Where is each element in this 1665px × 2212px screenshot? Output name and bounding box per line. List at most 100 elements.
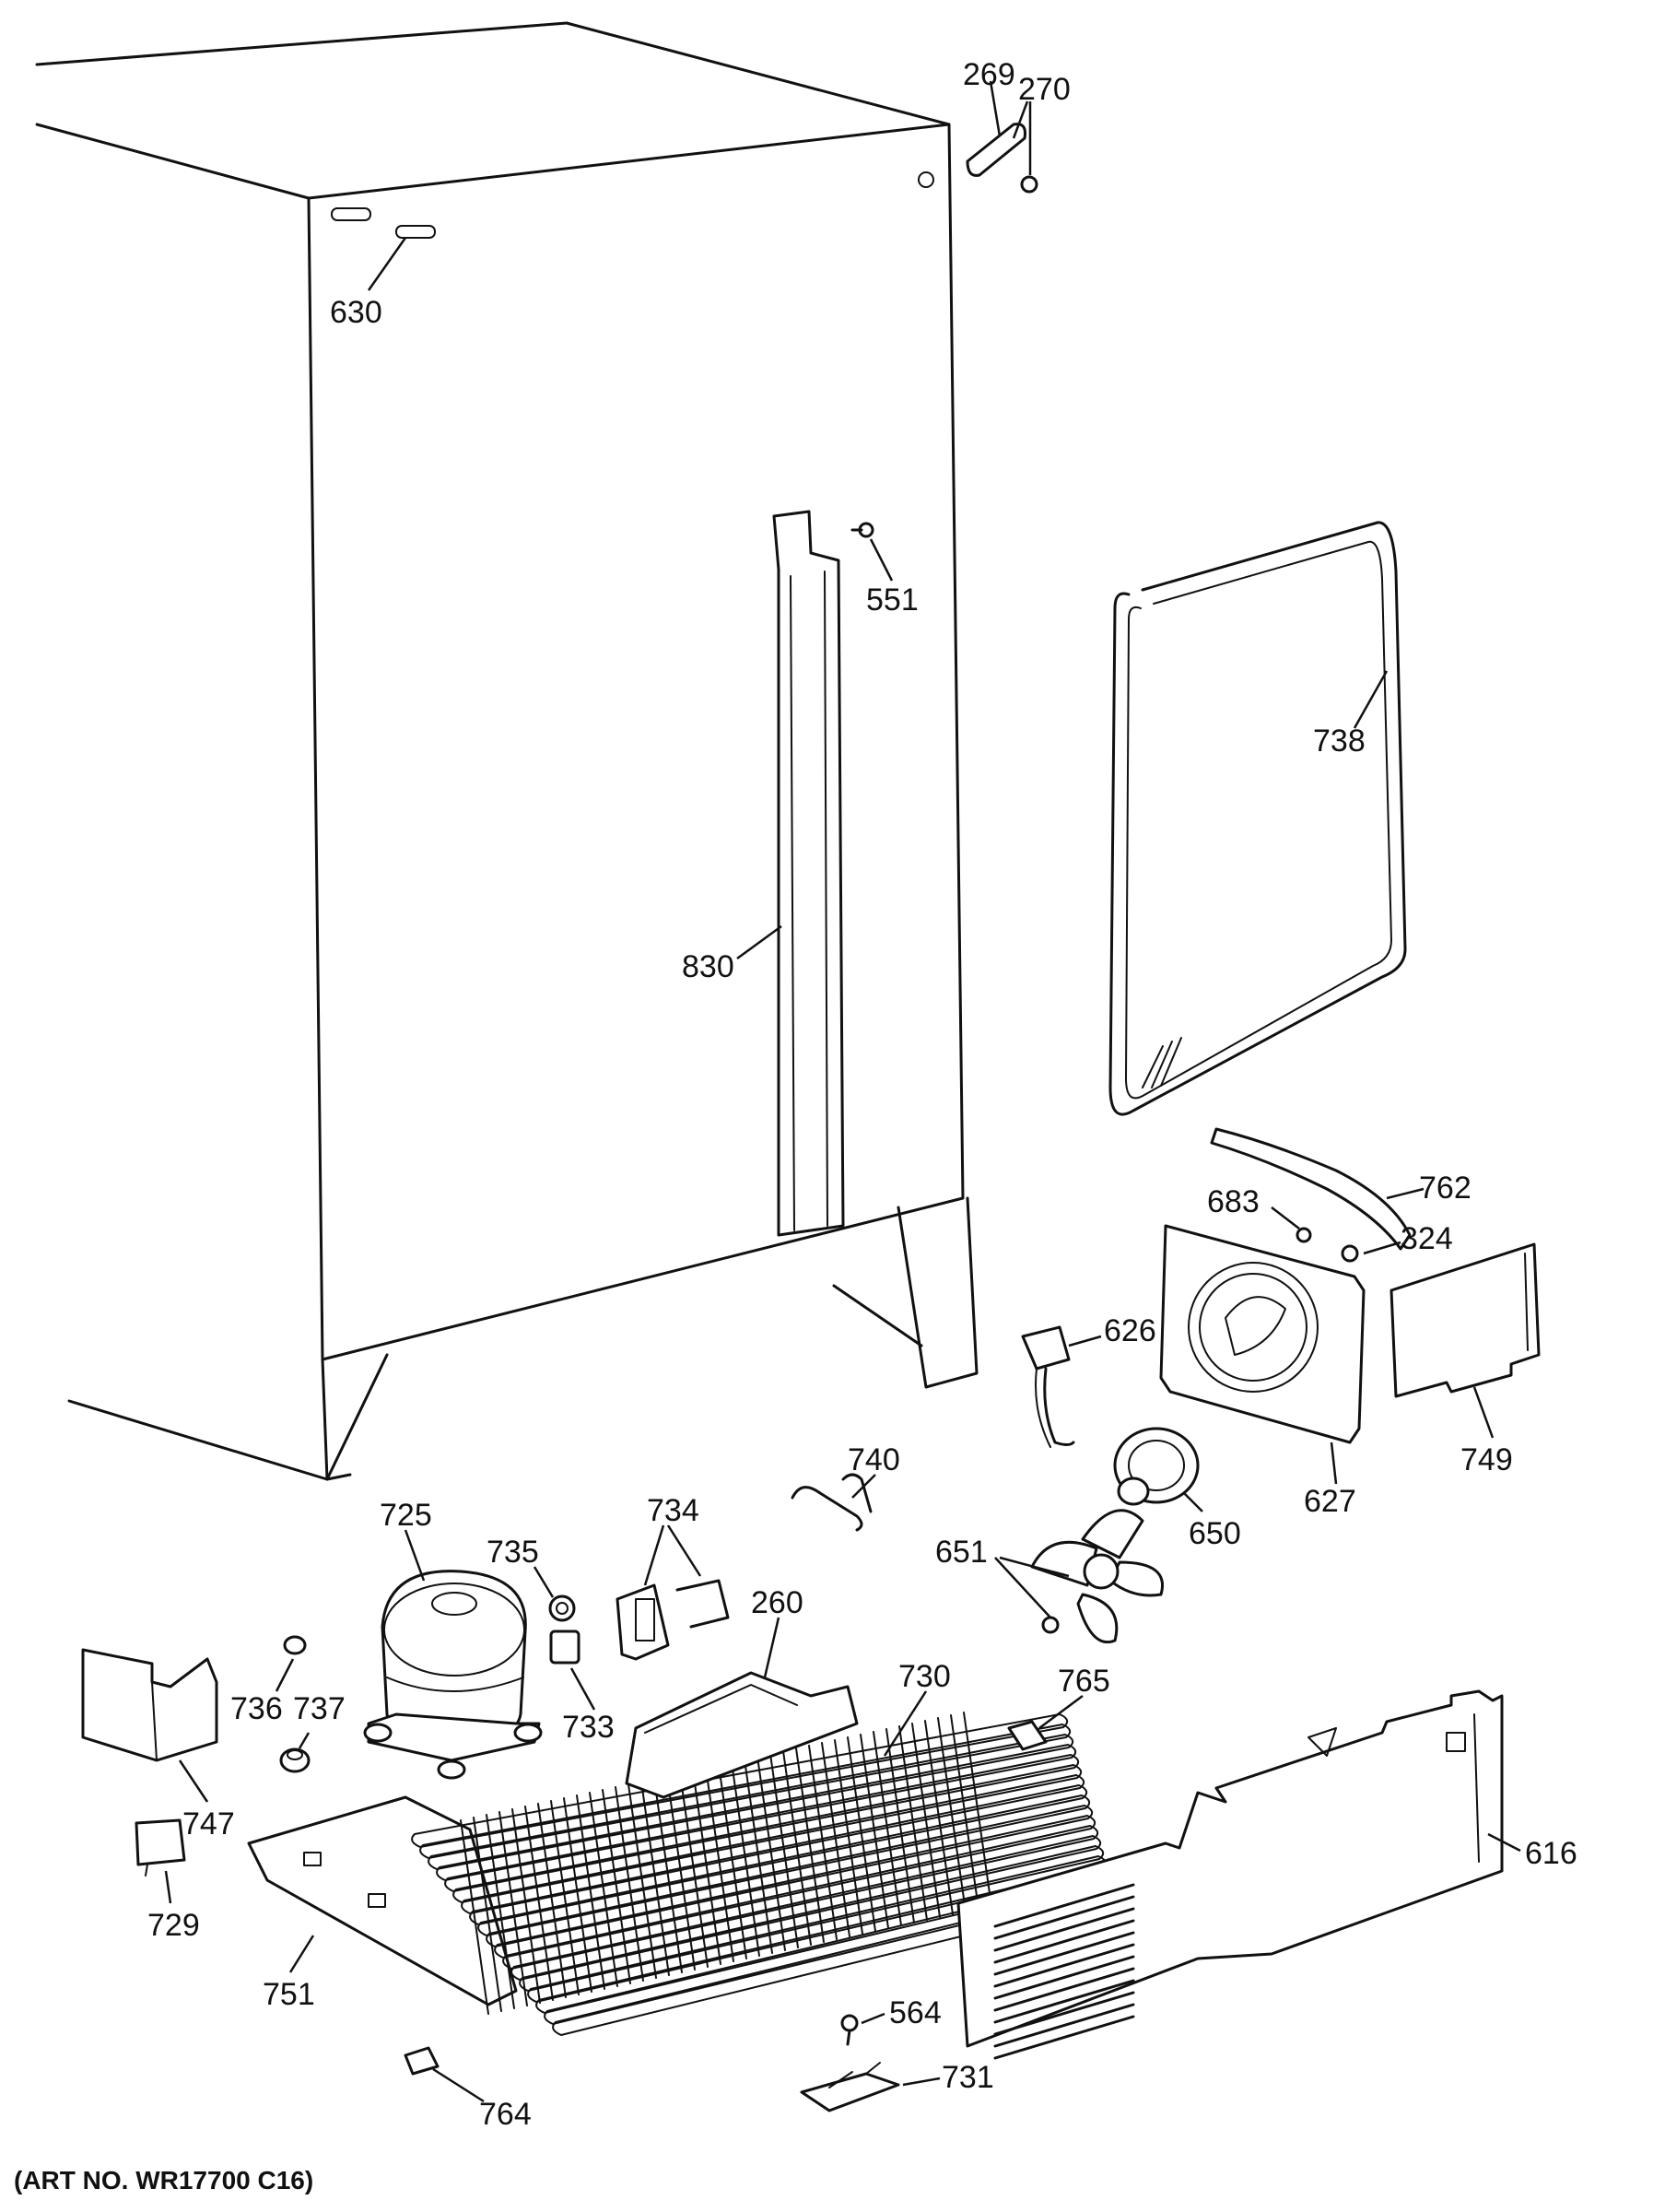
coil-wire: [602, 1789, 631, 1984]
part-764-clip: [404, 2046, 485, 2103]
callout-731: 731: [942, 2060, 994, 2095]
panel-louver: [993, 2003, 1135, 2048]
part-749-cover: [1389, 1242, 1541, 1439]
part-738-gasket: [1108, 521, 1407, 1116]
callout-762: 762: [1419, 1171, 1472, 1206]
part-683-screw: [1271, 1206, 1312, 1243]
coil-wire: [486, 1814, 515, 2009]
callout-740: 740: [848, 1442, 900, 1477]
coil-tube: [461, 1774, 1085, 1914]
panel-louver: [993, 1991, 1135, 2036]
coil-wire: [718, 1764, 747, 1959]
panel-louver: [993, 1883, 1135, 1928]
part-747-bracket: [81, 1648, 218, 1803]
callout-765: 765: [1058, 1664, 1110, 1699]
part-269-270-hinge: [966, 80, 1038, 194]
coil-wire: [511, 1808, 541, 2004]
panel-louver: [993, 1919, 1135, 1964]
callout-738: 738: [1313, 724, 1366, 759]
part-731-bracket: [800, 2062, 941, 2112]
callout-324: 324: [1401, 1221, 1453, 1256]
callout-729: 729: [147, 1908, 200, 1943]
part-730-condenser: [411, 1712, 1116, 2036]
coil-tube: [411, 1713, 1069, 1848]
part-751-base-pan: [247, 1795, 518, 2006]
panel-louver: [993, 1955, 1135, 2000]
callout-830: 830: [682, 949, 734, 984]
coil-wire: [911, 1723, 941, 1918]
callout-683: 683: [1207, 1184, 1260, 1219]
callout-751: 751: [263, 1977, 315, 2012]
coil-wire: [898, 1725, 928, 1921]
coil-tube: [419, 1724, 1072, 1859]
callout-749: 749: [1460, 1442, 1513, 1477]
coil-wire: [873, 1731, 902, 1926]
callout-651: 651: [935, 1535, 988, 1570]
part-765-clip: [1007, 1694, 1084, 1751]
callout-764: 764: [479, 2097, 532, 2132]
coil-wire: [692, 1770, 721, 1965]
coil-tube: [494, 1815, 1096, 1959]
coil-wire: [550, 1800, 580, 1995]
refrigerator-cabinet: [35, 21, 979, 1481]
panel-louver: [993, 1943, 1135, 1988]
coil-wire: [640, 1781, 670, 1976]
callout-725: 725: [380, 1498, 432, 1533]
panel-louver: [993, 1967, 1135, 2012]
callout-labels: 269 270 630 551 738 830 762 683 324 626 …: [14, 57, 1577, 2194]
coil-wire: [885, 1728, 915, 1924]
coil-wire: [808, 1745, 838, 1940]
coil-wire: [653, 1778, 683, 1973]
part-260-drain-pan: [625, 1617, 859, 1799]
coil-wire: [744, 1759, 773, 1954]
callout-733: 733: [562, 1710, 615, 1745]
panel-louver: [993, 2015, 1135, 2060]
coil-wire: [834, 1739, 863, 1935]
part-626-plug: [1021, 1325, 1102, 1448]
callout-737: 737: [293, 1691, 346, 1726]
coil-wire: [473, 1817, 502, 2012]
coil-tube: [436, 1744, 1077, 1881]
coil-wire: [795, 1747, 825, 1943]
part-551-screw: [850, 522, 894, 582]
callout-564: 564: [889, 1995, 942, 2030]
callout-269: 269: [963, 57, 1015, 92]
part-627-fan-shroud: [1159, 1224, 1366, 1485]
coil-wire: [563, 1797, 592, 1993]
callout-630: 630: [330, 295, 382, 330]
coil-tube: [510, 1835, 1102, 1981]
callout-551: 551: [866, 582, 919, 618]
callout-734: 734: [647, 1493, 699, 1528]
part-616-rear-panel: [956, 1689, 1521, 2060]
coil-tube: [519, 1845, 1105, 1992]
coil-wire: [756, 1756, 786, 1951]
callout-627: 627: [1304, 1484, 1356, 1519]
coil-tube: [444, 1754, 1080, 1892]
coil-wire: [666, 1775, 696, 1971]
part-725-compressor: [363, 1529, 543, 1780]
part-564-screw: [840, 2012, 885, 2046]
panel-louver: [993, 1895, 1135, 1940]
part-736-grommet: [275, 1635, 307, 1692]
part-737-grommet: [279, 1732, 311, 1773]
callout-747: 747: [182, 1806, 235, 1841]
part-651-fan-blade: [994, 1509, 1164, 1643]
cabinet-hole: [918, 171, 934, 188]
coil-wire: [731, 1761, 760, 1957]
coil-wire: [860, 1734, 889, 1929]
panel-louver: [993, 1979, 1135, 2024]
coil-wire: [627, 1783, 657, 1979]
coil-tube: [486, 1805, 1094, 1947]
coil-wire: [821, 1742, 850, 1937]
coil-wire: [576, 1794, 605, 1990]
coil-wire: [498, 1811, 528, 2006]
coil-wire: [963, 1712, 992, 1907]
callout-730: 730: [898, 1659, 951, 1694]
callout-736: 736: [230, 1691, 283, 1726]
badge-slot-left: [331, 207, 371, 221]
callout-270: 270: [1018, 72, 1071, 107]
coil-wire: [589, 1792, 618, 1987]
callout-650: 650: [1189, 1516, 1241, 1551]
coil-wire: [937, 1717, 967, 1912]
